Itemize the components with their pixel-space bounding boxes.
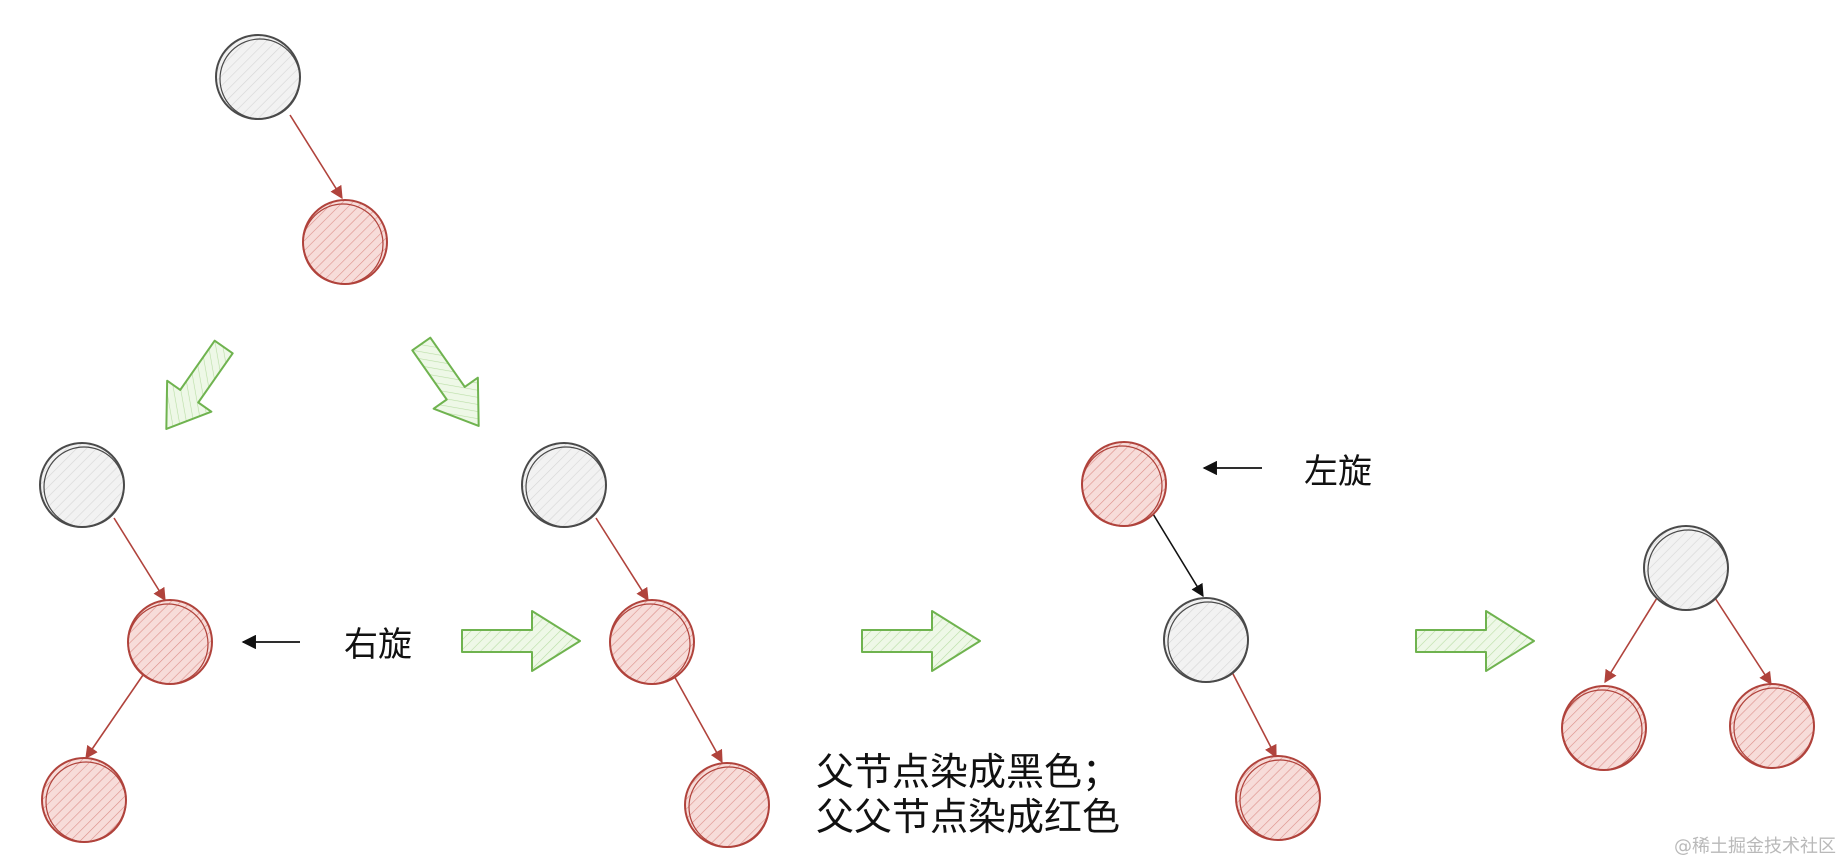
edge-mid-child-to-grandchild [672, 673, 723, 764]
edges [85, 114, 1772, 764]
green-arrow-down-left-icon [165, 339, 234, 430]
green-arrow-right-icon [1415, 610, 1535, 672]
red-node [609, 599, 695, 685]
edge-final-root-to-left [1604, 597, 1658, 684]
edge-mid-root-to-child [595, 517, 649, 602]
rotate-right-label: 右旋 [344, 625, 412, 665]
red-node [1081, 441, 1167, 527]
black-node [39, 442, 125, 528]
black-node [215, 34, 301, 120]
red-node [41, 757, 127, 843]
transition-arrows [165, 336, 1535, 672]
edge-top-root-to-child [289, 114, 343, 200]
red-node [302, 199, 388, 285]
green-arrow-down-right-icon [411, 336, 480, 427]
red-node [1729, 683, 1815, 769]
edge-left-child-to-grandchild [85, 674, 144, 760]
edge-final-root-to-right [1714, 597, 1772, 686]
rotate-left-label: 左旋 [1304, 452, 1372, 492]
black-node [1163, 597, 1249, 683]
red-node [1235, 755, 1321, 841]
edge-recolored-root-to-child [1149, 508, 1204, 598]
green-arrow-right-icon [861, 610, 981, 672]
nodes [39, 34, 1815, 848]
recolor-note-line1: 父节点染成黑色； [816, 750, 1120, 794]
watermark: @稀土掘金技术社区 [1674, 836, 1836, 857]
black-node [1643, 525, 1729, 611]
green-arrow-right-icon [461, 610, 581, 672]
red-node [1561, 685, 1647, 771]
recolor-note-line2: 父父节点染成红色 [816, 795, 1120, 839]
red-node [684, 762, 770, 848]
edge-left-root-to-child [113, 517, 166, 602]
edge-recolored-child-to-grandchild [1231, 671, 1277, 759]
pointer-arrows [241, 460, 1262, 650]
red-node [127, 599, 213, 685]
black-node [521, 442, 607, 528]
